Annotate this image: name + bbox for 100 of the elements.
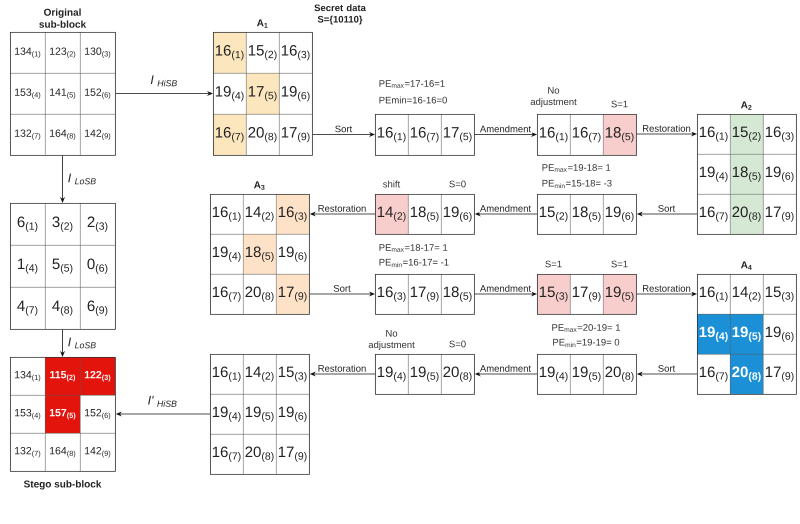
pixel-cell: 19$_{(4)}$ xyxy=(375,354,408,394)
edge-label: Sort xyxy=(656,364,676,373)
edge-label: Amendment xyxy=(478,204,532,213)
annotation: S=1 xyxy=(545,260,562,268)
pixel-cell: 132$_{(7)}$ xyxy=(10,114,46,156)
pixel-cell: 17$_{(9)}$ xyxy=(763,194,796,234)
pixel-cell: 17$_{(5)}$ xyxy=(441,114,474,156)
annotation: No adjustment xyxy=(530,87,577,107)
annotation: No adjustment xyxy=(368,330,415,350)
pixel-cell: 16$_{(7)}$ xyxy=(210,274,244,314)
pixel-cell: 16$_{(3)}$ xyxy=(375,274,408,314)
pixel-cell: 20$_{(8)}$ xyxy=(603,354,636,394)
edge-label: I' $_{HiSB}$ xyxy=(146,394,178,408)
pixel-cell: 16$_{(7)}$ xyxy=(408,114,442,156)
annotation: PE$_{max}$=19-18= 1 xyxy=(542,164,610,172)
pixel-cell: 15$_{(3)}$ xyxy=(763,274,796,314)
pixel-cell: 153$_{(4)}$ xyxy=(10,73,46,114)
pixel-cell: 15$_{(2)}$ xyxy=(730,114,764,154)
pixel-cell: 18$_{(5)}$ xyxy=(570,194,604,234)
pixel-cell: 152$_{(6)}$ xyxy=(80,73,116,114)
pixel-cell: 4$_{(7)}$ xyxy=(10,287,46,330)
pixel-cell: 17$_{(5)}$ xyxy=(246,73,280,114)
pixel-cell: 0$_{(6)}$ xyxy=(80,245,116,288)
annotation: PE$_{min}$=15-18= -3 xyxy=(542,180,612,188)
pixel-cell: 20$_{(8)}$ xyxy=(246,114,280,156)
edge-label: Amendment xyxy=(478,124,532,134)
pixel-cell: 19$_{(6)}$ xyxy=(276,394,310,434)
grid-title: A$_{1}$ xyxy=(256,19,268,28)
pixel-cell: 2$_{(3)}$ xyxy=(80,203,116,246)
pixel-cell: 19$_{(5)}$ xyxy=(408,354,442,394)
pixel-cell: 3$_{(2)}$ xyxy=(45,203,80,246)
annotation: shift xyxy=(383,180,400,188)
pixel-cell: 16$_{(7)}$ xyxy=(213,114,246,156)
pixel-cell: 132$_{(7)}$ xyxy=(10,433,46,472)
pixel-cell: 14$_{(2)}$ xyxy=(243,354,276,394)
pixel-cell: 16$_{(1)}$ xyxy=(697,274,730,314)
annotation: PE$_{min}$=16-17= -1 xyxy=(380,258,449,268)
pixel-cell: 19$_{(6)}$ xyxy=(763,314,796,354)
pixel-cell: 15$_{(2)}$ xyxy=(537,194,570,234)
pixel-cell: 17$_{(9)}$ xyxy=(276,274,310,314)
pixel-cell: 142$_{(9)}$ xyxy=(80,433,116,472)
grid-title: A$_{2}$ xyxy=(740,101,752,110)
pixel-cell: 20$_{(8)}$ xyxy=(441,354,474,394)
pixel-cell: 16$_{(1)}$ xyxy=(537,114,570,156)
pixel-cell: 134$_{(1)}$ xyxy=(10,357,46,396)
pixel-cell: 17$_{(9)}$ xyxy=(408,274,442,314)
pixel-cell: 19$_{(4)}$ xyxy=(537,354,570,394)
pixel-cell: 16$_{(3)}$ xyxy=(763,114,796,154)
pixel-cell: 157$_{(5)}$ xyxy=(45,395,80,434)
pixel-cell: 20$_{(8)}$ xyxy=(730,354,764,394)
edge-label: Restoration xyxy=(316,364,368,373)
pixel-cell: 20$_{(8)}$ xyxy=(730,194,764,234)
annotation: S=0 xyxy=(449,180,466,188)
pixel-cell: 6$_{(1)}$ xyxy=(10,203,46,246)
annotation: PEmin=16-16=0 xyxy=(380,96,447,104)
pixel-cell: 152$_{(6)}$ xyxy=(80,395,116,434)
edge-label: Restoration xyxy=(316,204,368,213)
pixel-cell: 16$_{(1)}$ xyxy=(210,354,244,394)
pixel-cell: 142$_{(9)}$ xyxy=(80,114,116,156)
pixel-cell: 6$_{(9)}$ xyxy=(80,287,116,330)
annotation: PE$_{max}$=17-16=1 xyxy=(380,80,445,88)
secret-data-label: Secret data S={10110} xyxy=(314,4,366,24)
annotation: S=0 xyxy=(449,340,466,348)
pixel-cell: 16$_{(3)}$ xyxy=(276,194,310,234)
pixel-cell: 115$_{(2)}$ xyxy=(45,357,80,396)
pixel-cell: 16$_{(3)}$ xyxy=(279,32,312,74)
pixel-cell: 18$_{(5)}$ xyxy=(441,274,474,314)
annotation: PE$_{min}$=19-19= 0 xyxy=(553,338,620,348)
pixel-cell: 18$_{(5)}$ xyxy=(603,114,636,156)
pixel-cell: 19$_{(6)}$ xyxy=(441,194,474,234)
pixel-cell: 16$_{(1)}$ xyxy=(375,114,408,156)
pixel-cell: 19$_{(6)}$ xyxy=(603,194,636,234)
pixel-cell: 15$_{(3)}$ xyxy=(276,354,310,394)
edge-label: I $_{LoSB}$ xyxy=(66,336,98,350)
pixel-cell: 17$_{(9)}$ xyxy=(763,354,796,394)
pixel-cell: 19$_{(5)}$ xyxy=(603,274,636,314)
edge-label: I $_{LoSB}$ xyxy=(66,172,98,186)
edge-label: Sort xyxy=(332,284,352,293)
pixel-cell: 19$_{(4)}$ xyxy=(210,394,244,434)
pixel-cell: 19$_{(4)}$ xyxy=(697,314,730,354)
pixel-cell: 16$_{(1)}$ xyxy=(697,114,730,154)
pixel-cell: 164$_{(8)}$ xyxy=(45,433,80,472)
annotation: S=1 xyxy=(611,100,628,108)
annotation: PE$_{max}$=18-17= 1 xyxy=(380,244,448,252)
pixel-cell: 123$_{(2)}$ xyxy=(45,32,80,74)
pixel-cell: 134$_{(1)}$ xyxy=(10,32,46,74)
pixel-cell: 18$_{(5)}$ xyxy=(730,154,764,194)
annotation: S=1 xyxy=(611,260,628,268)
pixel-cell: 5$_{(5)}$ xyxy=(45,245,80,288)
edge-label: Restoration xyxy=(641,124,692,133)
edge-label: Sort xyxy=(334,124,354,134)
pixel-cell: 16$_{(7)}$ xyxy=(210,434,244,474)
edge-label: Amendment xyxy=(478,284,532,293)
grid-title: Original sub-block xyxy=(39,8,86,28)
annotation: PE$_{max}$=20-19= 1 xyxy=(552,324,620,332)
grid-title: A$_{3}$ xyxy=(254,181,265,190)
pixel-cell: 19$_{(6)}$ xyxy=(279,73,312,114)
pixel-cell: 1$_{(4)}$ xyxy=(10,245,46,288)
pixel-cell: 19$_{(5)}$ xyxy=(730,314,764,354)
edge-label: Amendment xyxy=(478,364,532,373)
